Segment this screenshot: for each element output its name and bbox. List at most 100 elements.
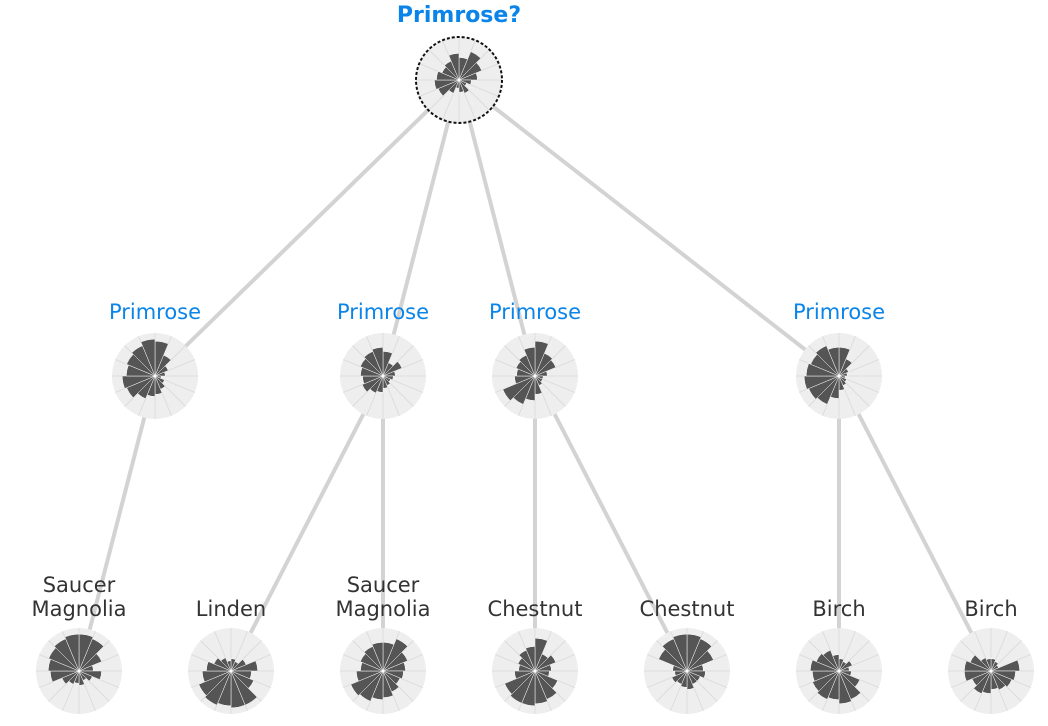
glyph-wedge [458, 79, 470, 94]
glyph-wedge [202, 670, 232, 683]
glyph-wedge [382, 662, 406, 672]
glyph-wedge [838, 670, 852, 705]
tree-edges [77, 78, 993, 672]
glyph-wedge [448, 53, 460, 81]
leaf-glyph [188, 628, 274, 714]
glyph-wedge [534, 340, 549, 377]
query-glyph [415, 36, 503, 124]
edge-query-to-mid [457, 79, 537, 377]
glyph-wedge [382, 638, 408, 672]
glyph-wedge [78, 670, 85, 686]
glyph-wedge [686, 650, 714, 672]
query-highlight-ring [415, 36, 503, 124]
mid-node-glyph [492, 333, 578, 419]
leaf-glyph [492, 628, 578, 714]
leaf-label: Chestnut [639, 597, 735, 621]
leaf-glyph [796, 628, 882, 714]
glyph-wedge [154, 371, 166, 377]
glyph-wedge [671, 670, 688, 683]
glyph-wedge [980, 657, 992, 672]
glyph-wedge [534, 664, 552, 672]
glyph-wedge [838, 368, 849, 377]
glyph-wedge [969, 654, 992, 672]
glyph-wedge [838, 358, 853, 377]
glyph-wedge [973, 670, 992, 695]
glyph-wedge [815, 653, 840, 672]
mid-node-label: Primrose [336, 300, 430, 324]
glyph-wedge [361, 375, 384, 393]
leaf-glyph [948, 628, 1034, 714]
glyph-wedge [672, 633, 688, 672]
glyph-wedge [458, 79, 465, 93]
glyph-wedge [812, 670, 840, 692]
glyph-wedge [371, 347, 384, 377]
glyph-wedge [434, 79, 460, 90]
glyph-wedge [525, 646, 536, 672]
edge-mid-to-leaf [229, 375, 385, 672]
glyph-wedge [816, 670, 840, 700]
leaf-label: Saucer Magnolia [31, 573, 127, 621]
glyph-wedge [510, 670, 536, 704]
glyph-wedge [990, 659, 1020, 672]
glyph-wedge [121, 375, 156, 389]
glyph-wedge [504, 670, 536, 695]
glyph-wedge [686, 638, 712, 672]
edge-query-to-mid [457, 78, 841, 378]
leaf-label: Birch [964, 597, 1018, 621]
edge-mid-to-leaf [837, 375, 993, 672]
glyph-wedge [154, 365, 169, 377]
glyph-wedge [985, 658, 992, 672]
glyph-wedge [832, 654, 840, 672]
edge-query-to-mid [153, 78, 461, 378]
glyph-wedge [371, 642, 384, 672]
mid-node-glyph [340, 333, 426, 419]
glyph-wedge [382, 370, 396, 377]
glyph-wedge [514, 375, 536, 385]
glyph-wedge [534, 352, 553, 377]
glyph-wedge [230, 670, 246, 709]
glyph-wedge [154, 354, 172, 377]
query-label: Primrose? [396, 3, 522, 28]
glyph-wedge [822, 649, 840, 672]
glyph-wedge [64, 633, 80, 672]
glyph-wedge [514, 670, 536, 680]
glyph-wedge [534, 359, 557, 377]
glyph-wedge [990, 670, 1013, 688]
glyph-wedge [838, 372, 848, 377]
glyph-wedge [686, 670, 695, 690]
glyph-wedge [502, 375, 536, 401]
glyph-wedge [350, 670, 384, 696]
glyph-wedge [356, 670, 384, 682]
mid-node-label: Primrose [792, 300, 886, 324]
glyph-wedge [226, 660, 232, 672]
glyph-wedge [458, 72, 478, 81]
glyph-wedge [990, 670, 1006, 691]
mid-node-label: Primrose [488, 300, 582, 324]
glyph-wedge [78, 638, 104, 672]
glyph-wedge [458, 51, 482, 81]
glyph-wedge [382, 651, 408, 672]
glyph-wedge [534, 370, 548, 377]
edge-query-to-mid [381, 79, 461, 377]
glyph-wedge [815, 345, 840, 377]
leaf-label: Birch [812, 597, 866, 621]
mid-node-glyph [796, 333, 882, 419]
leaf-glyph [36, 628, 122, 714]
mid-node-label: Primrose [108, 300, 202, 324]
leaf-label: Chestnut [487, 597, 583, 621]
edge-mid-to-leaf [533, 375, 689, 672]
edge-mid-to-leaf [77, 375, 157, 672]
leaf-glyph [340, 628, 426, 714]
glyph-wedge [803, 375, 840, 390]
glyph-wedge [213, 657, 232, 672]
glyph-wedge [827, 347, 840, 377]
glyph-wedge [230, 660, 258, 672]
glyph-wedge [534, 654, 557, 672]
glyph-wedge [382, 361, 403, 377]
glyph-wedge [523, 347, 536, 377]
tree-glyphs [36, 36, 1034, 714]
leaf-label: Linden [195, 597, 267, 621]
leaf-glyph [644, 628, 730, 714]
leaf-label: Saucer Magnolia [335, 573, 431, 621]
